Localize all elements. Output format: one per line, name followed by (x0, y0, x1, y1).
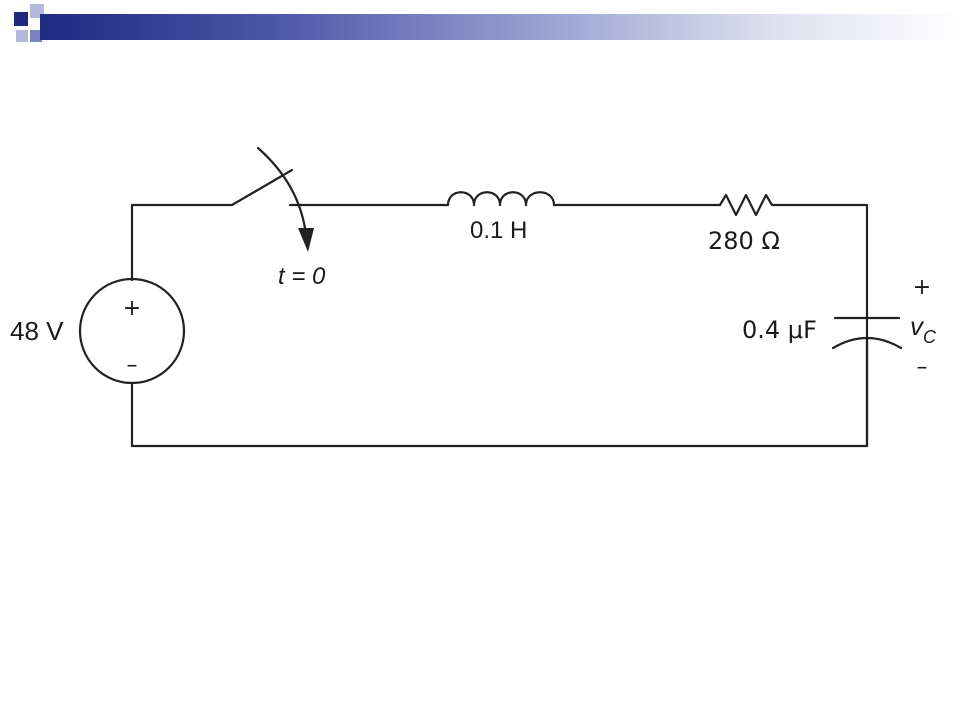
capacitor-label: 0.4 μF (742, 316, 817, 344)
header-gradient-bar (40, 14, 960, 40)
resistor-label: 280 Ω (708, 227, 780, 255)
source-voltage-label: 48 V (10, 316, 64, 346)
vc-plus-sign: + (913, 275, 931, 300)
vc-symbol: vC (910, 311, 937, 347)
inductor-coil (446, 191, 556, 207)
inductor-label: 0.1 H (470, 217, 527, 244)
header-square-light (16, 30, 28, 42)
slide-header (0, 0, 960, 60)
header-square-medium (30, 30, 42, 42)
source-plus-sign: + (123, 296, 141, 321)
right-wire (780, 203, 869, 320)
switch-arrowhead (298, 228, 314, 252)
voltage-source (78, 277, 186, 385)
vc-minus-sign: – (917, 355, 928, 380)
switch-time-label: t = 0 (278, 263, 326, 290)
switch-arrow (256, 146, 308, 237)
left-wire (130, 203, 234, 282)
resistor-zigzag (706, 193, 784, 217)
source-minus-sign: – (127, 353, 138, 378)
header-square-dark (14, 12, 28, 26)
